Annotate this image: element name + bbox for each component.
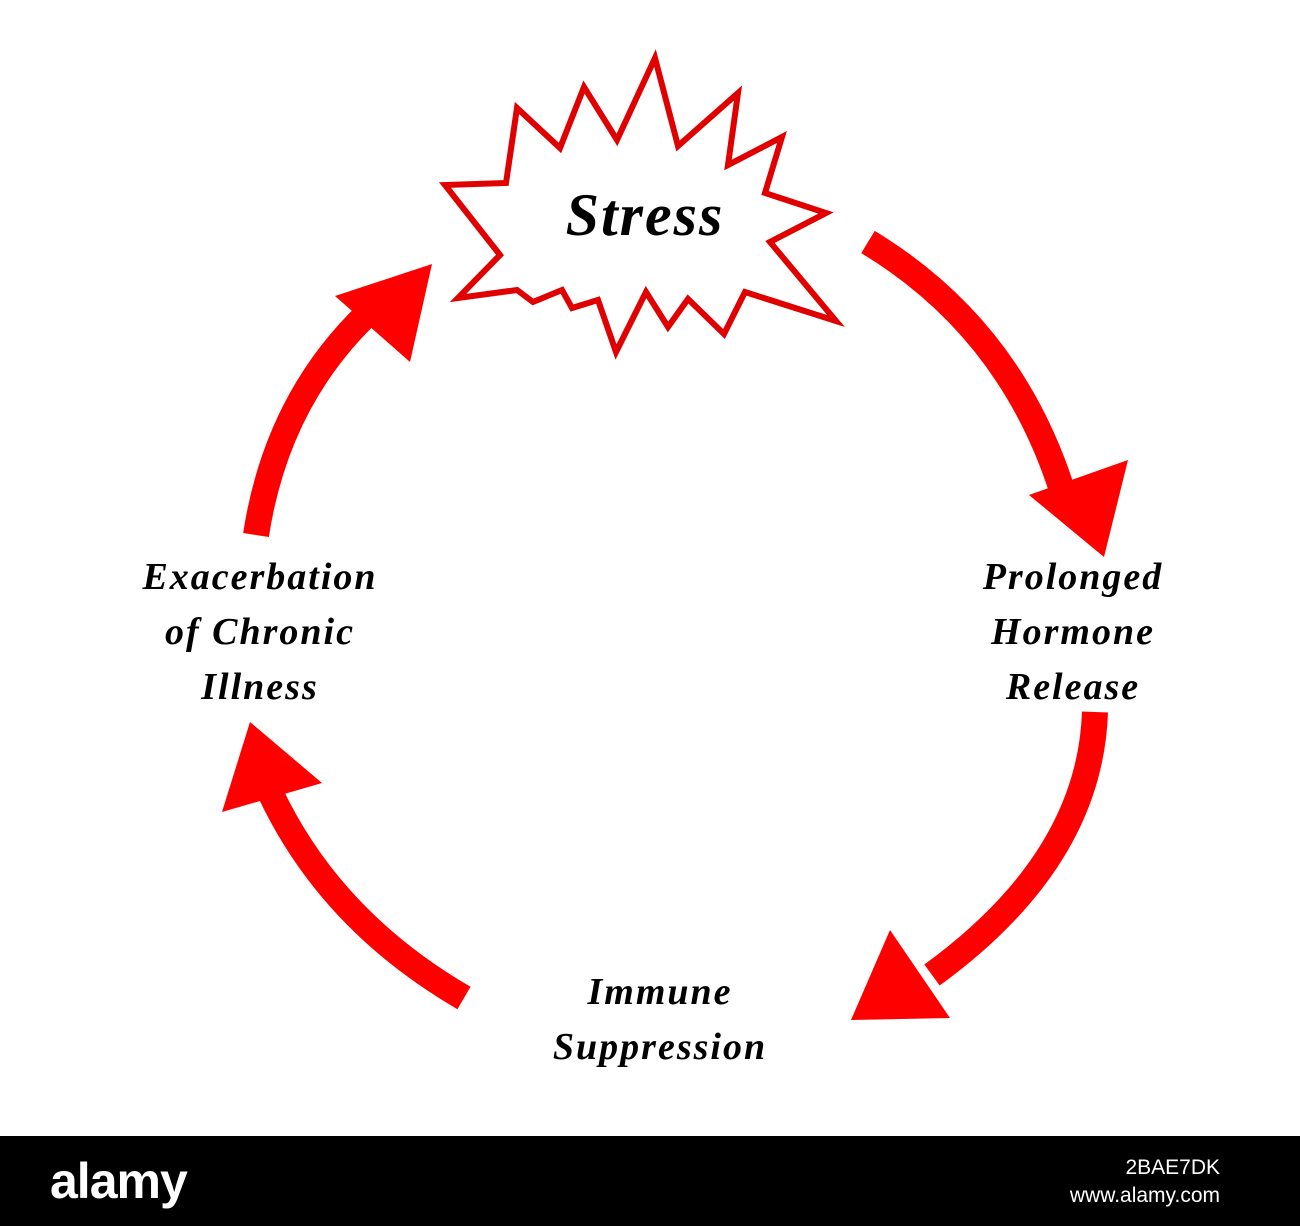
arrow-head-hormone	[1029, 460, 1128, 557]
node-line: Illness	[201, 666, 319, 708]
node-line: Immune	[587, 971, 733, 1013]
alamy-logo: alamy	[50, 1153, 188, 1209]
cycle-diagram	[222, 49, 1128, 1020]
node-line: of Chronic	[165, 611, 355, 653]
image-credit: 2BAE7DK www.alamy.com	[1070, 1154, 1220, 1210]
arrow-head-stress	[335, 264, 432, 362]
image-id: 2BAE7DK	[1125, 1156, 1220, 1179]
node-stress: Stress	[500, 180, 790, 250]
arrow-head-immune	[851, 930, 950, 1020]
arrow-stress-to-hormone	[861, 230, 1075, 494]
site-url: www.alamy.com	[1069, 1184, 1220, 1207]
node-line: Prolonged	[982, 556, 1164, 598]
node-line: Release	[1005, 666, 1141, 708]
node-line: Hormone	[991, 611, 1155, 653]
arrow-hormone-to-immune	[924, 711, 1108, 986]
node-line: Exacerbation	[142, 556, 378, 598]
stress-burst-shape	[438, 49, 845, 360]
node-immune-suppression: Immune Suppression	[480, 965, 840, 1075]
stress-label: Stress	[565, 182, 725, 248]
arrow-exacerbation-to-stress	[243, 292, 389, 537]
node-exacerbation-of-chronic-illness: Exacerbation of Chronic Illness	[70, 550, 450, 715]
node-prolonged-hormone-release: Prolonged Hormone Release	[920, 550, 1226, 715]
watermark-footer: alamy 2BAE7DK www.alamy.com	[0, 1136, 1300, 1226]
node-line: Suppression	[552, 1026, 768, 1068]
arrow-immune-to-exacerbation	[258, 786, 471, 1010]
arrow-head-exacerbation	[222, 722, 322, 812]
